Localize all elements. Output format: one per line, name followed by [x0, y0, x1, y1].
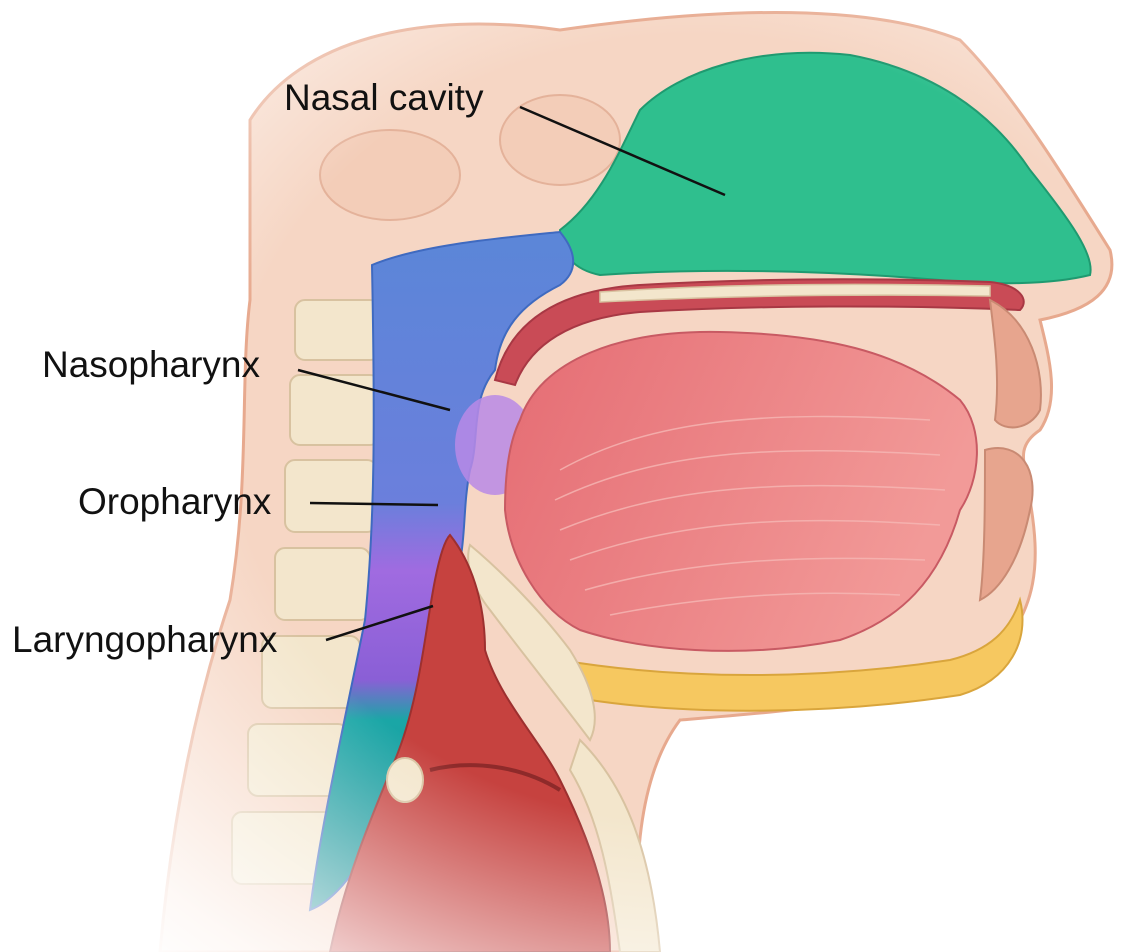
label-oropharynx: Oropharynx [78, 481, 272, 522]
label-nasopharynx: Nasopharynx [42, 344, 261, 385]
label-laryngopharynx: Laryngopharynx [12, 619, 278, 660]
label-nasal-cavity: Nasal cavity [284, 77, 484, 118]
